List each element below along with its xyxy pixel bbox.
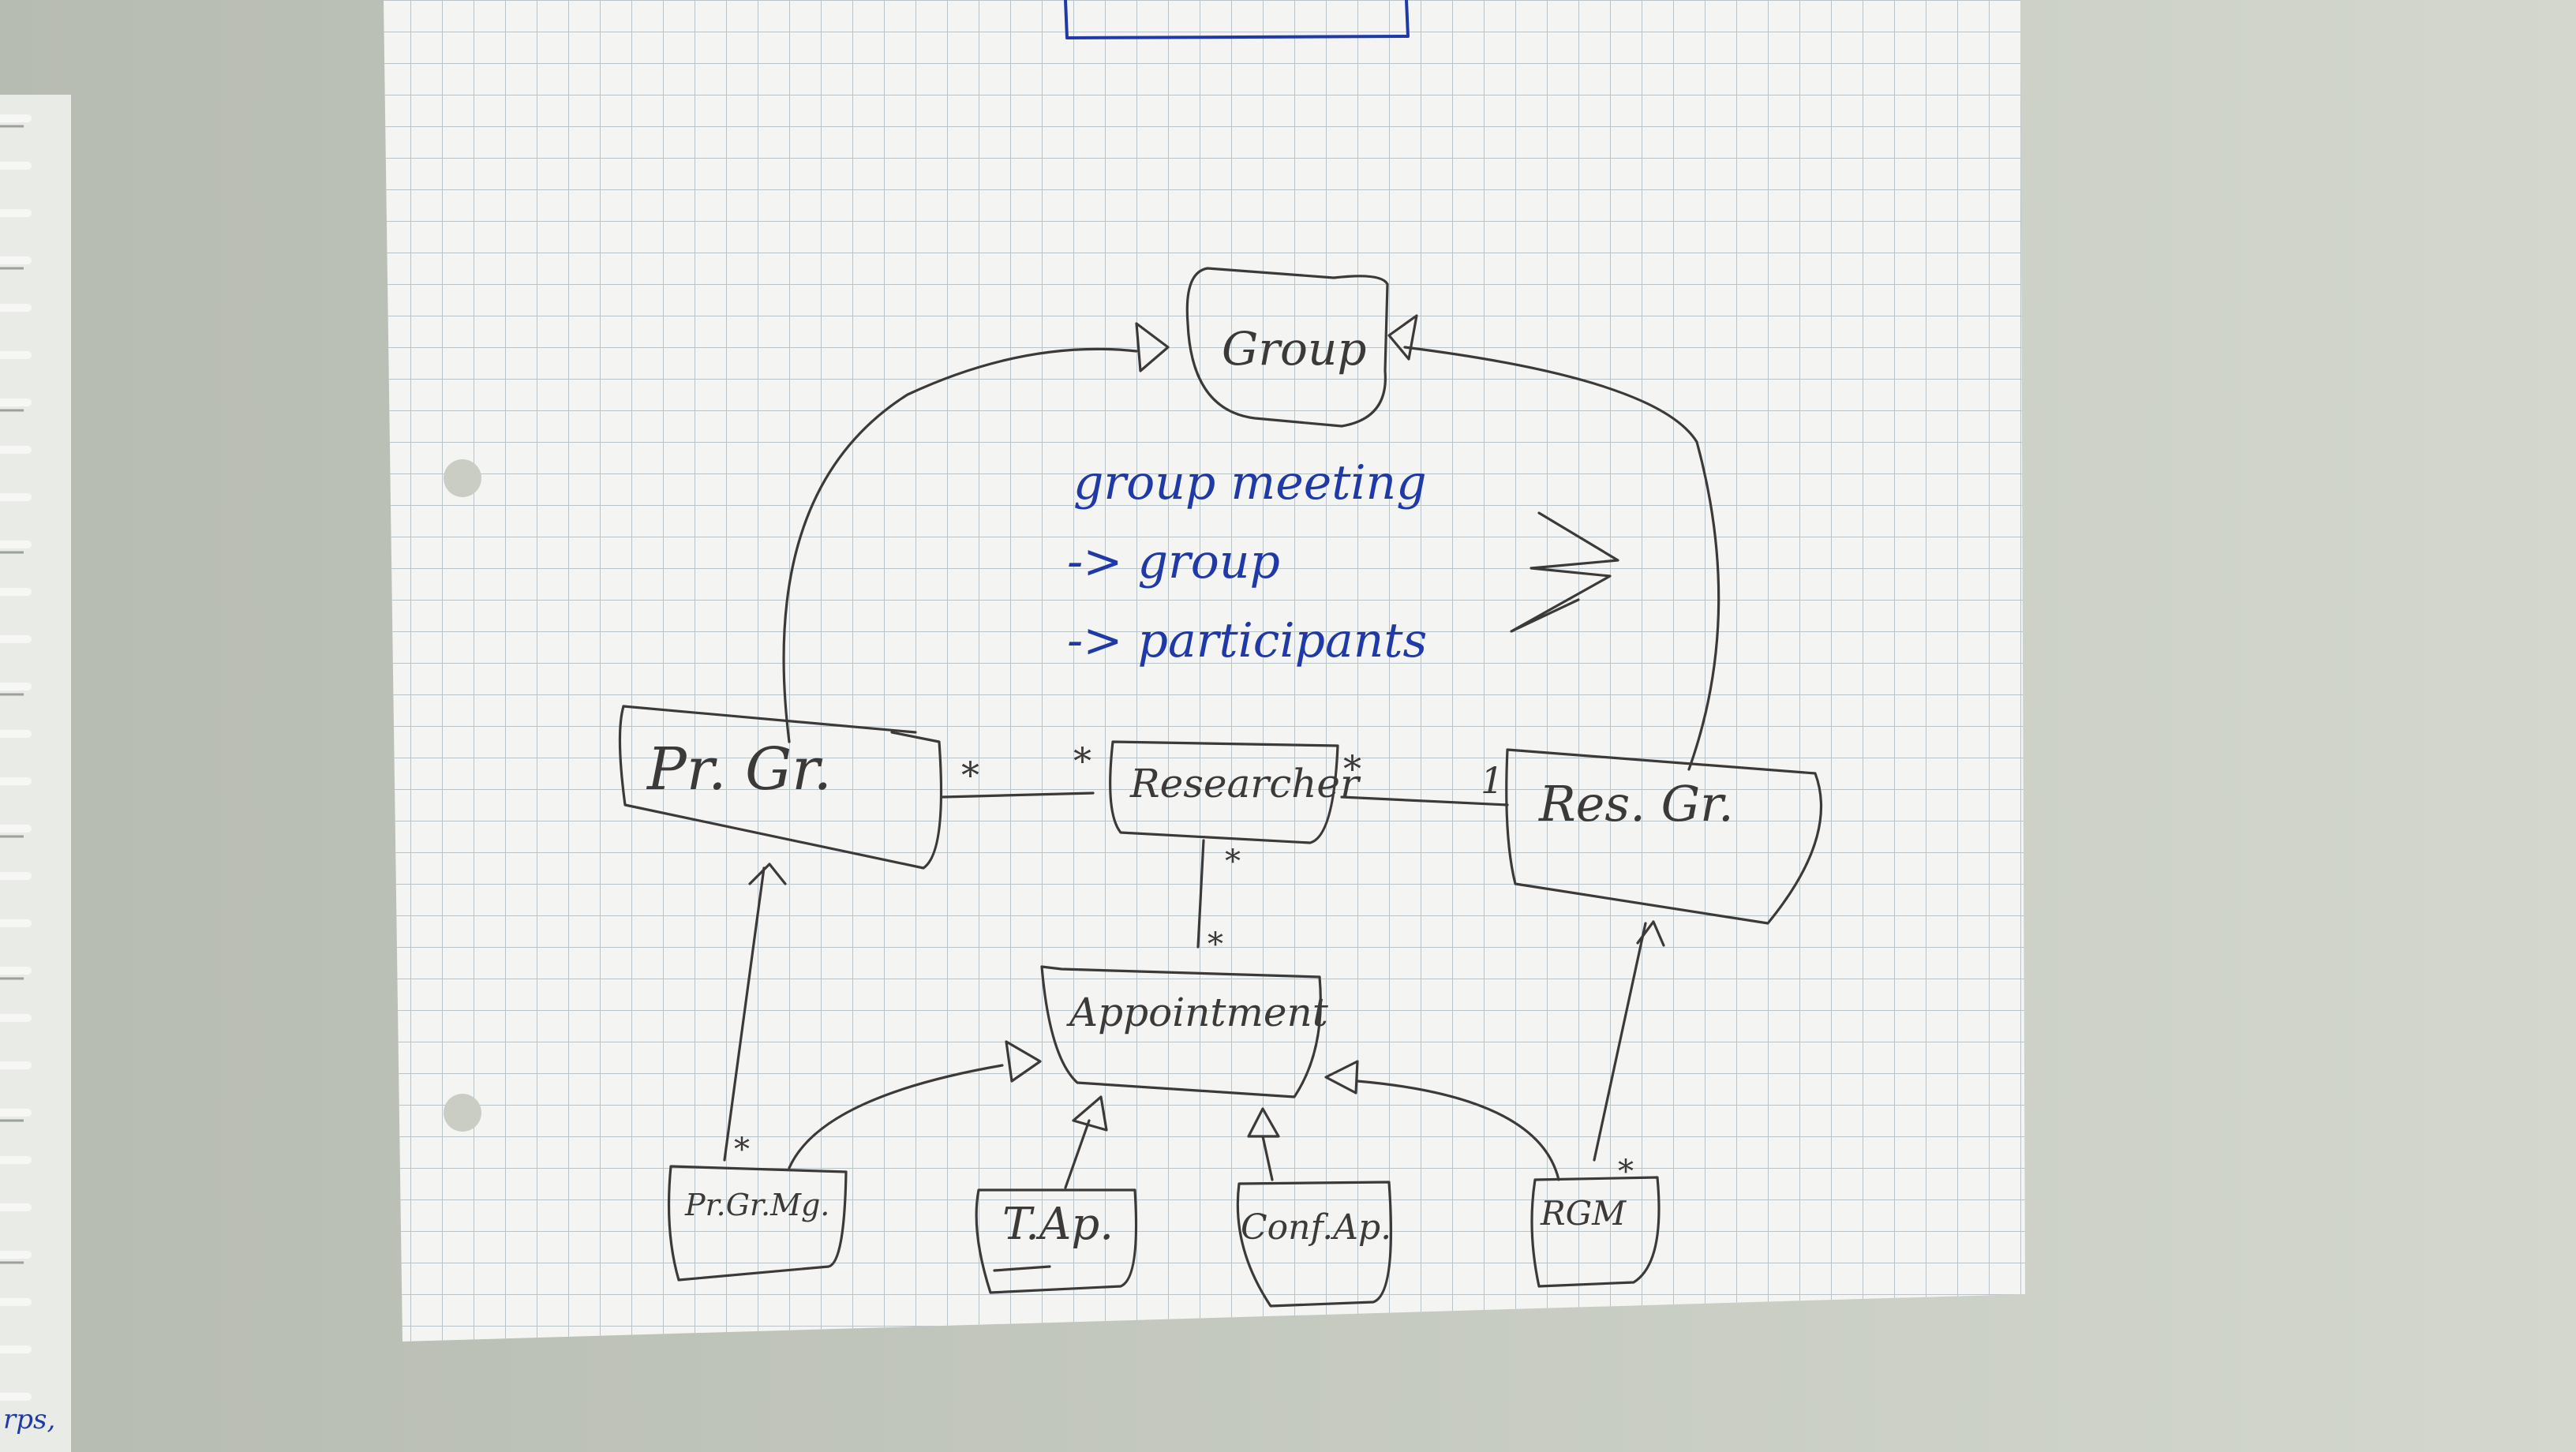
pr-gr-mg-box xyxy=(667,1165,848,1282)
appointment-triangle-left xyxy=(1005,1040,1042,1083)
note-group-meeting: group meeting xyxy=(1073,455,1427,511)
tap-arrow-detail xyxy=(993,1265,1051,1272)
confap-appointment-line xyxy=(1261,1135,1274,1181)
multiplicity-researcher-appointment-top: * xyxy=(1225,844,1241,880)
note-arrow-participants: -> participants xyxy=(1067,613,1427,668)
group-triangle-left xyxy=(1135,322,1170,372)
multiplicity-prgr-researcher-right: * xyxy=(1073,739,1091,782)
note-scribble xyxy=(1510,511,1619,633)
rgm-appointment-line xyxy=(1356,1080,1560,1181)
pr-gr-box xyxy=(618,705,943,870)
appointment-box xyxy=(1040,965,1322,1098)
appointment-label: Appointment xyxy=(1066,990,1329,1035)
pr-gr-label: Pr. Gr. xyxy=(646,735,832,803)
prgrmg-prgr-arrow xyxy=(748,863,787,885)
group-box xyxy=(1185,267,1389,428)
tap-appointment-line xyxy=(1064,1119,1091,1189)
group-label: Group xyxy=(1222,322,1366,376)
appointment-triangle-confap xyxy=(1247,1107,1280,1138)
conf-ap-label: Conf.Ap. xyxy=(1241,1207,1391,1248)
researcher-appointment-line xyxy=(1196,839,1205,949)
multiplicity-prgr-researcher-left: * xyxy=(961,754,979,796)
multiplicity-prgrmg-end: * xyxy=(734,1132,750,1168)
multiplicity-researcher-resgr-right: 1 xyxy=(1481,759,1503,802)
group-triangle-right xyxy=(1387,314,1418,361)
rgm-box xyxy=(1530,1176,1661,1288)
rgm-resgr-arrow xyxy=(1636,920,1665,947)
spiral-notebook xyxy=(0,95,71,1452)
appointment-triangle-tap xyxy=(1072,1095,1108,1132)
uml-diagram: Group Pr. Gr. Researcher Res. Gr. Appoin… xyxy=(618,267,1823,1308)
conf-ap-box xyxy=(1236,1181,1393,1308)
top-blue-box xyxy=(1064,0,1410,39)
note-arrow-group: -> group xyxy=(1067,534,1280,589)
appointment-triangle-right xyxy=(1324,1060,1359,1095)
prgrmg-prgr-line xyxy=(723,866,766,1162)
prgr-researcher-line xyxy=(942,791,1095,799)
multiplicity-researcher-appointment-bottom: * xyxy=(1208,926,1223,963)
prgr-to-group-line xyxy=(782,347,1138,743)
researcher-resgr-line xyxy=(1340,795,1509,806)
multiplicity-researcher-resgr-left: * xyxy=(1343,747,1361,790)
multiplicity-rgm-end: * xyxy=(1618,1154,1634,1190)
t-ap-box xyxy=(975,1188,1138,1294)
rgm-resgr-line xyxy=(1593,922,1647,1162)
t-ap-label: T.Ap. xyxy=(1002,1199,1114,1250)
grid-paper-sheet xyxy=(384,0,2025,1342)
prgrmg-appointment-line xyxy=(788,1064,1004,1169)
pr-gr-mg-label: Pr.Gr.Mg. xyxy=(684,1188,829,1222)
resgr-to-group-line xyxy=(1403,346,1720,771)
res-gr-label: Res. Gr. xyxy=(1538,775,1734,833)
rgm-label: RGM xyxy=(1540,1194,1627,1233)
notebook-edge-text: rps, xyxy=(3,1404,55,1435)
blue-notes: group meeting -> group -> participants xyxy=(1067,455,1619,668)
punch-hole-top xyxy=(444,459,481,497)
researcher-label: Researcher xyxy=(1129,761,1361,806)
researcher-box xyxy=(1109,740,1339,844)
punch-hole-bottom xyxy=(444,1094,481,1132)
